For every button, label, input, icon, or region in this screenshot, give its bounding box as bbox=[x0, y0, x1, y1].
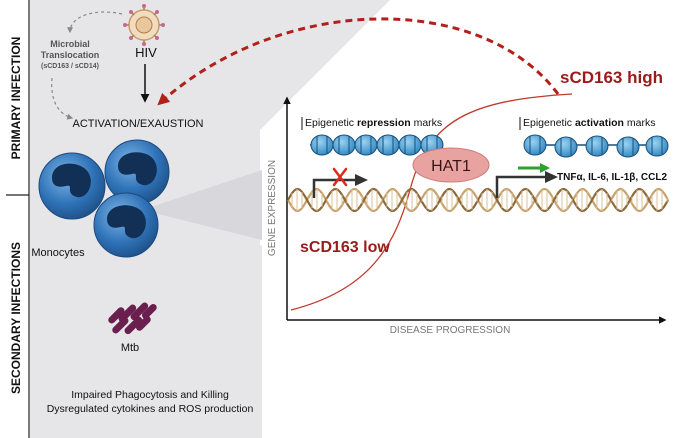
active-promoter-arrowhead bbox=[545, 171, 558, 183]
impaired-label-2: Dysregulated cytokines and ROS productio… bbox=[47, 403, 254, 415]
hiv-virus-icon bbox=[123, 4, 165, 46]
microbial-label-3: (sCD163 / sCD14) bbox=[41, 63, 99, 70]
scd163-low-label: sCD163 low bbox=[300, 239, 390, 256]
nucleosome-r2 bbox=[332, 134, 356, 156]
hat1-enzyme: HAT1 bbox=[412, 147, 490, 183]
repressed-promoter-arrowhead bbox=[355, 174, 368, 186]
nucleosome-a1 bbox=[523, 134, 547, 156]
nucleosome-r4 bbox=[376, 134, 400, 156]
right-panel bbox=[262, 0, 685, 438]
nucleosome-r3 bbox=[354, 134, 378, 156]
monocyte-cell-1 bbox=[38, 152, 106, 220]
scd163-high-label: sCD163 high bbox=[560, 68, 663, 87]
monocyte-cell-3 bbox=[93, 192, 159, 258]
nucleosome-r5 bbox=[398, 134, 422, 156]
nucleosome-a5 bbox=[645, 135, 669, 157]
hat1-label: HAT1 bbox=[431, 158, 471, 175]
nucleosome-a4 bbox=[616, 136, 640, 158]
blocked-x-icon bbox=[332, 167, 348, 187]
primary-infection-label: PRIMARY INFECTION bbox=[9, 37, 23, 160]
activated-nucleosomes bbox=[523, 134, 669, 158]
hiv-label: HIV bbox=[135, 45, 157, 60]
impaired-label-1: Impaired Phagocytosis and Killing bbox=[71, 389, 229, 401]
dna-base-pairs bbox=[291, 189, 668, 211]
monocytes-label: Monocytes bbox=[31, 247, 85, 259]
hiv-microbial-dashed-arrow bbox=[67, 11, 123, 34]
left-background bbox=[30, 0, 685, 438]
microbial-label-1: Microbial bbox=[50, 39, 90, 49]
mtb-label: Mtb bbox=[121, 342, 139, 354]
mtb-bacteria-icon bbox=[108, 302, 157, 335]
microbial-label-2: Translocation bbox=[41, 50, 100, 60]
nucleosome-a2 bbox=[554, 136, 578, 158]
feedback-dashed-arrow bbox=[157, 17, 560, 106]
nucleosome-a3 bbox=[585, 135, 609, 157]
dna-strand-b bbox=[287, 187, 669, 213]
zoom-cone bbox=[142, 170, 262, 240]
cytokines-label: TNFα, IL-6, IL-1β, CCL2 bbox=[557, 172, 667, 183]
y-axis-label: GENE EXPRESSION bbox=[267, 160, 278, 256]
activation-label: ACTIVATION/EXAUSTION bbox=[73, 118, 204, 130]
monocyte-cell-2 bbox=[104, 139, 170, 205]
nucleosome-r1 bbox=[310, 134, 334, 156]
secondary-infection-label: SECONDARY INFECTIONS bbox=[9, 242, 23, 394]
x-axis-label: DISEASE PROGRESSION bbox=[390, 325, 511, 336]
repressed-nucleosomes bbox=[310, 134, 444, 156]
active-promoter-arrow bbox=[495, 175, 545, 198]
transcription-green-arrowhead bbox=[540, 163, 550, 173]
repression-marks-label: Epigenetic repression marks bbox=[305, 117, 442, 129]
activation-marks-label: Epigenetic activation marks bbox=[523, 117, 655, 129]
